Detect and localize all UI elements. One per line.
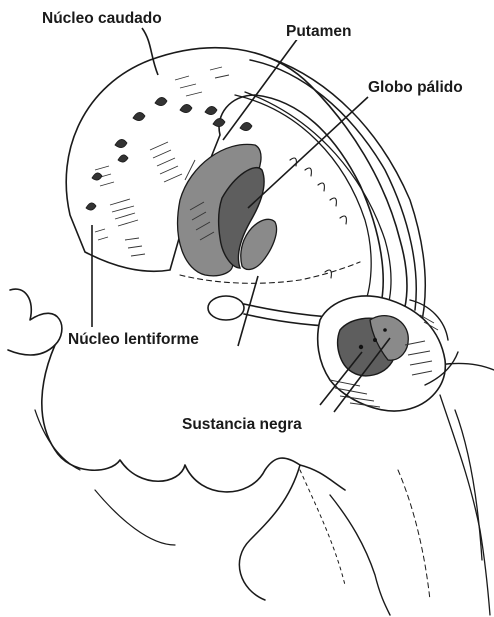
- label-nucleo-caudado: Núcleo caudado: [42, 10, 162, 27]
- tail-striations: [290, 158, 346, 278]
- label-sustancia-negra: Sustancia negra: [182, 416, 302, 433]
- midbrain: [318, 296, 458, 411]
- label-putamen: Putamen: [286, 23, 351, 40]
- label-globo-palido: Globo pálido: [368, 79, 463, 96]
- label-nucleo-lentiforme: Núcleo lentiforme: [68, 331, 199, 348]
